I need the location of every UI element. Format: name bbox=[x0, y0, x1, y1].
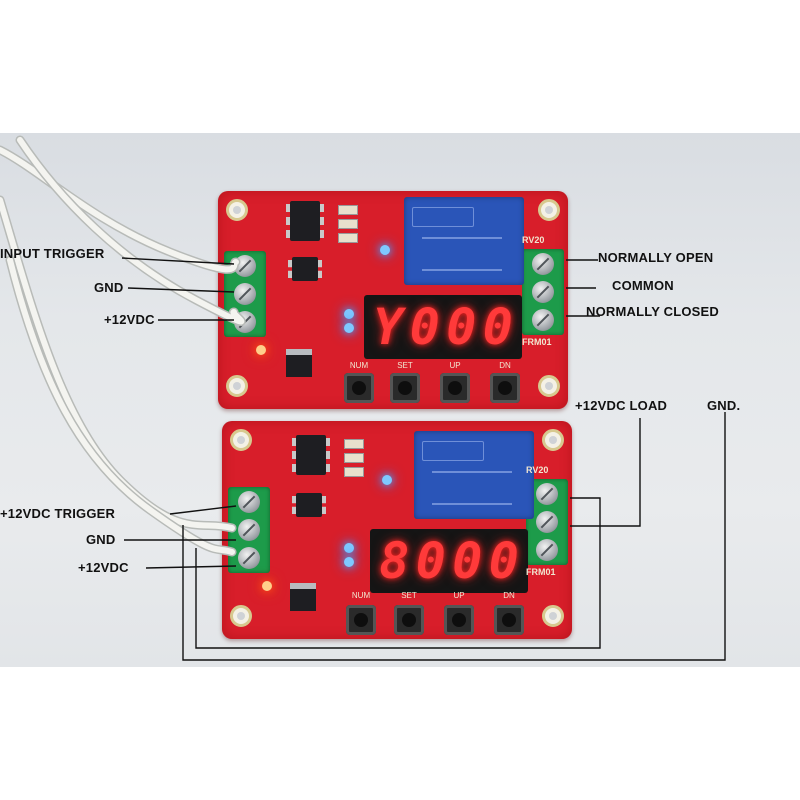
mount-hole bbox=[226, 199, 248, 221]
led-display: Y 0 0 0 bbox=[364, 295, 522, 359]
leader-line bbox=[121, 257, 235, 265]
label-12vdc-trigger: +12VDC TRIGGER bbox=[0, 506, 116, 521]
mount-hole bbox=[226, 375, 248, 397]
mode-led bbox=[344, 309, 354, 319]
power-led bbox=[256, 345, 266, 355]
screw bbox=[532, 309, 554, 331]
cable bbox=[17, 137, 245, 325]
status-led bbox=[380, 245, 390, 255]
smd-resistor bbox=[344, 467, 364, 477]
display-digit: 0 bbox=[415, 532, 446, 590]
label-common: COMMON bbox=[612, 278, 674, 293]
cable bbox=[7, 257, 235, 555]
screw bbox=[532, 281, 554, 303]
screw bbox=[238, 547, 260, 569]
button-label-num: NUM bbox=[351, 591, 371, 600]
leader-line bbox=[169, 505, 237, 515]
label-gnd-top: GND bbox=[94, 280, 124, 295]
board-id: FRM01 bbox=[526, 567, 556, 577]
led-display: 8 0 0 0 bbox=[370, 529, 528, 593]
set-button[interactable] bbox=[390, 373, 420, 403]
smd-resistor bbox=[344, 439, 364, 449]
screw bbox=[234, 283, 256, 305]
num-button[interactable] bbox=[346, 605, 376, 635]
status-led bbox=[382, 475, 392, 485]
output-terminal-block bbox=[526, 479, 568, 565]
cable bbox=[0, 147, 239, 273]
label-gnd-bottom: GND bbox=[86, 532, 116, 547]
mount-hole bbox=[542, 429, 564, 451]
button-label-up: UP bbox=[449, 361, 461, 370]
mode-led bbox=[344, 543, 354, 553]
button-label-dn: DN bbox=[503, 591, 515, 600]
wiring-loop bbox=[182, 412, 726, 661]
label-12vdc-bottom: +12VDC bbox=[78, 560, 129, 575]
mount-hole bbox=[230, 605, 252, 627]
screw bbox=[532, 253, 554, 275]
cable-bundle bbox=[0, 135, 246, 557]
display-digit: 0 bbox=[488, 532, 519, 590]
button-label-dn: DN bbox=[499, 361, 511, 370]
button-label-set: SET bbox=[401, 591, 417, 600]
button-label-num: NUM bbox=[349, 361, 369, 370]
screw bbox=[238, 519, 260, 541]
button-label-set: SET bbox=[397, 361, 413, 370]
display-digit: 0 bbox=[446, 298, 477, 356]
ic-chip bbox=[286, 201, 324, 241]
mount-hole bbox=[542, 605, 564, 627]
up-button[interactable] bbox=[444, 605, 474, 635]
pot-label: RV20 bbox=[522, 235, 545, 245]
down-button[interactable] bbox=[494, 605, 524, 635]
screw bbox=[536, 483, 558, 505]
wiring-loop bbox=[570, 418, 641, 527]
board-id: FRM01 bbox=[522, 337, 552, 347]
ic-chip bbox=[292, 435, 330, 475]
bottom-relay-board: 8 0 0 0 RV20 FRM01 NUM SET UP DN bbox=[222, 421, 572, 639]
voltage-regulator bbox=[286, 349, 312, 377]
up-button[interactable] bbox=[440, 373, 470, 403]
label-gnd-load: GND. bbox=[707, 398, 741, 413]
mount-hole bbox=[538, 199, 560, 221]
display-digit: Y bbox=[373, 298, 404, 356]
smd-resistor bbox=[338, 205, 358, 215]
label-input-trigger: INPUT TRIGGER bbox=[0, 246, 105, 261]
output-terminal-block bbox=[522, 249, 564, 335]
display-digit: 0 bbox=[409, 298, 440, 356]
wiring-loop bbox=[195, 497, 601, 649]
button-label-up: UP bbox=[453, 591, 465, 600]
ic-chip bbox=[292, 493, 326, 517]
power-led bbox=[262, 581, 272, 591]
mount-hole bbox=[230, 429, 252, 451]
set-button[interactable] bbox=[394, 605, 424, 635]
photo: Y 0 0 0 RV20 FRM01 NUM SET UP DN bbox=[0, 133, 800, 667]
num-button[interactable] bbox=[344, 373, 374, 403]
pot-label: RV20 bbox=[526, 465, 549, 475]
relay bbox=[414, 431, 534, 519]
down-button[interactable] bbox=[490, 373, 520, 403]
relay bbox=[404, 197, 524, 285]
voltage-regulator bbox=[290, 583, 316, 611]
label-load-12vdc: +12VDC LOAD bbox=[575, 398, 668, 413]
screw bbox=[238, 491, 260, 513]
leader-lines bbox=[121, 257, 726, 661]
mode-led bbox=[344, 557, 354, 567]
mount-hole bbox=[538, 375, 560, 397]
display-digit: 0 bbox=[452, 532, 483, 590]
label-normally-closed: NORMALLY CLOSED bbox=[586, 304, 720, 319]
mode-led bbox=[344, 323, 354, 333]
smd-resistor bbox=[344, 453, 364, 463]
label-12vdc-top: +12VDC bbox=[104, 312, 155, 327]
input-terminal-block bbox=[228, 487, 270, 573]
smd-resistor bbox=[338, 233, 358, 243]
label-normally-open: NORMALLY OPEN bbox=[598, 250, 714, 265]
leader-line bbox=[145, 565, 237, 569]
leader-line bbox=[127, 287, 235, 293]
display-digit: 0 bbox=[482, 298, 513, 356]
screw bbox=[536, 539, 558, 561]
ic-chip bbox=[288, 257, 322, 281]
screw bbox=[536, 511, 558, 533]
smd-resistor bbox=[338, 219, 358, 229]
display-digit: 8 bbox=[379, 532, 410, 590]
